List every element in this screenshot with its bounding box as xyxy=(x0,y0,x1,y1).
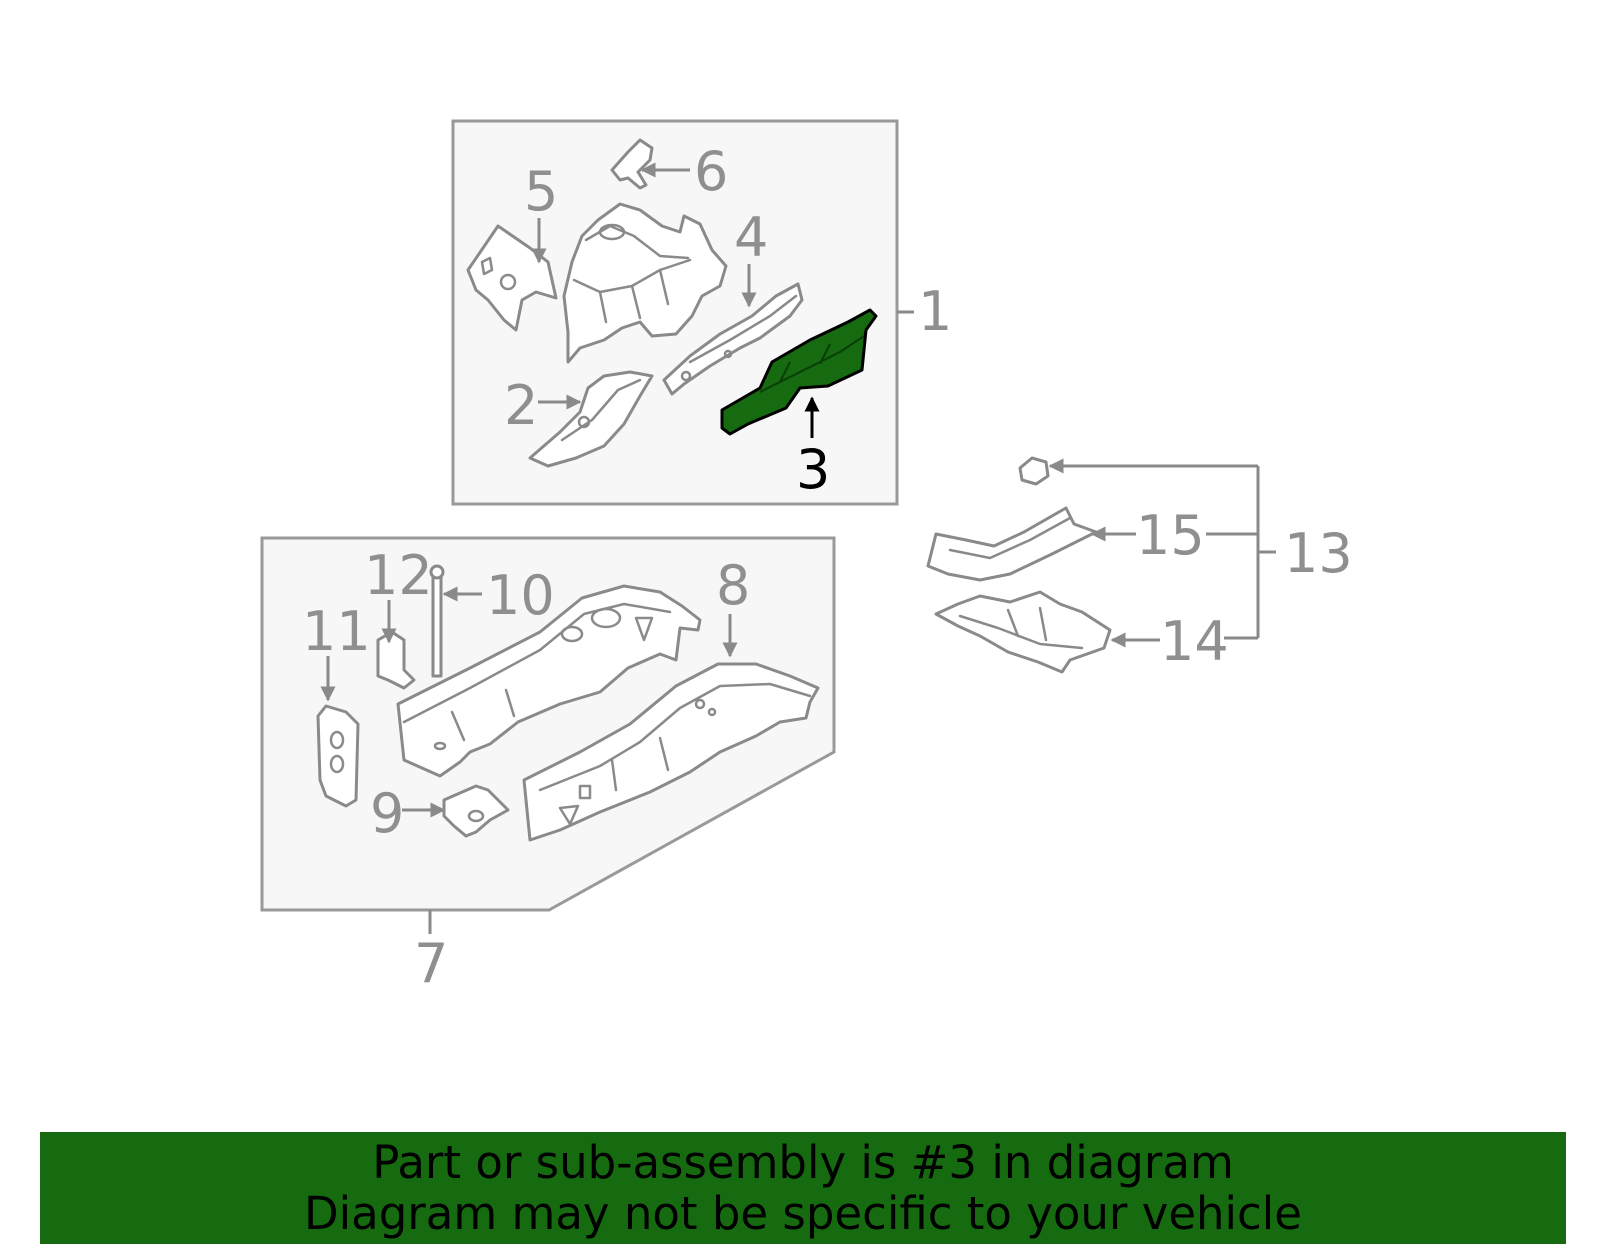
callout-10: 10 xyxy=(486,564,555,627)
callout-15: 15 xyxy=(1136,504,1205,567)
callout-3: 3 xyxy=(796,438,830,501)
part-9-bracket xyxy=(442,784,510,838)
callout-13: 13 xyxy=(1284,522,1353,585)
callout-4: 4 xyxy=(734,206,768,269)
part-10-bolt xyxy=(429,564,445,678)
part-15-arm xyxy=(926,506,1098,582)
part-8-rail xyxy=(522,662,820,842)
info-banner: Part or sub-assembly is #3 in diagram Di… xyxy=(40,1132,1566,1244)
banner-line-part: Part or sub-assembly is #3 in diagram xyxy=(372,1136,1234,1189)
callout-11: 11 xyxy=(302,600,371,663)
callout-14: 14 xyxy=(1160,610,1229,673)
part-6-bracket xyxy=(610,138,654,190)
callout-1: 1 xyxy=(918,280,952,343)
callout-12: 12 xyxy=(364,544,433,607)
callout-2: 2 xyxy=(504,374,538,437)
part-13-nut xyxy=(1018,456,1050,486)
callout-5: 5 xyxy=(524,160,558,223)
assembly-box-7 xyxy=(260,536,836,912)
part-3-highlighted xyxy=(720,308,878,436)
part-upper-housing xyxy=(562,202,728,364)
part-4-rail xyxy=(662,282,804,396)
callout-6: 6 xyxy=(694,140,728,203)
part-14-bracket xyxy=(934,590,1112,674)
part-frame-rail xyxy=(396,584,702,778)
part-11-plate xyxy=(316,704,360,808)
callout-9: 9 xyxy=(370,782,404,845)
banner-line-disclaimer: Diagram may not be specific to your vehi… xyxy=(304,1187,1302,1240)
part-2-bracket xyxy=(528,370,654,468)
callout-8: 8 xyxy=(716,554,750,617)
callout-7: 7 xyxy=(414,932,448,995)
